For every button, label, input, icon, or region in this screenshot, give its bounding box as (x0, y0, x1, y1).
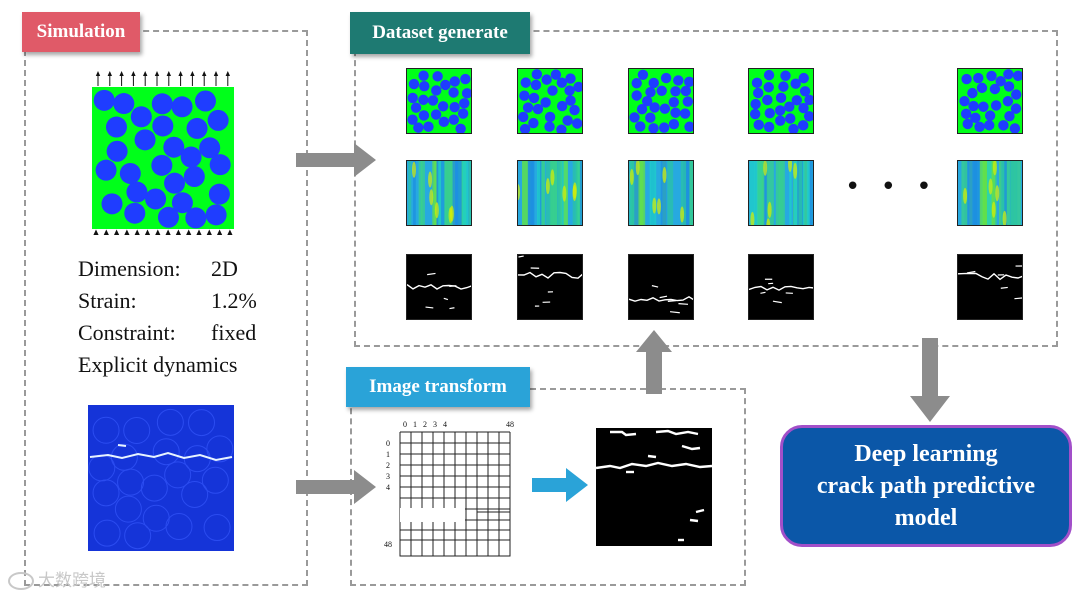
watermark-text: 大数跨境 (38, 571, 106, 591)
predictive-model-box: Deep learning crack path predictive mode… (780, 425, 1072, 547)
spec-label: Explicit dynamics (78, 352, 238, 377)
grid-left-label: 1 (386, 450, 390, 459)
model-line-2: crack path predictive (816, 473, 1036, 499)
microstructure-thumbnail (748, 68, 814, 134)
crack-pattern-thumbnail (748, 254, 814, 320)
arrow-to-transform (296, 470, 376, 504)
simulation-tag: Simulation (22, 12, 140, 52)
grid-top-label: 2 (423, 420, 427, 429)
spec-constraint: Constraint: fixed (78, 320, 256, 346)
particles (93, 89, 231, 229)
stress-field-thumbnail (628, 160, 694, 226)
grid-lines (399, 431, 511, 557)
spec-explicit: Explicit dynamics (78, 352, 237, 378)
watermark-logo-icon (8, 572, 34, 590)
spec-strain: Strain: 1.2% (78, 288, 257, 314)
grid-left-end-label: 48 (384, 540, 392, 549)
simulation-result-image (88, 405, 234, 551)
stress-field-thumbnail (957, 160, 1023, 226)
stress-field-thumbnail (517, 160, 583, 226)
arrow-down-to-model (910, 338, 950, 422)
microstructure-thumbnail (406, 68, 472, 134)
microstructure-thumbnail (517, 68, 583, 134)
transformed-crack-image (596, 428, 712, 546)
spec-value: 2D (211, 256, 238, 281)
grid-top-label: 0 (403, 420, 407, 429)
spec-value: fixed (211, 320, 257, 345)
spec-label: Constraint: (78, 320, 176, 345)
grid-top-label: 1 (413, 420, 417, 429)
model-line-1: Deep learning (854, 441, 998, 467)
transform-arrow (532, 468, 588, 502)
grid-top-label: 3 (433, 420, 437, 429)
crack-pattern-thumbnail (628, 254, 694, 320)
spec-label: Strain: (78, 288, 137, 313)
microstructure-thumbnail (628, 68, 694, 134)
stress-field-thumbnail (748, 160, 814, 226)
grid-left-label: 4 (386, 483, 390, 492)
crack-pattern-thumbnail (406, 254, 472, 320)
crack-pattern-thumbnail (517, 254, 583, 320)
transform-tag: Image transform (346, 367, 530, 407)
grid-left-label: 0 (386, 439, 390, 448)
grid-top-end-label: 48 (506, 420, 514, 429)
simulation-frame (24, 30, 308, 586)
stress-field-thumbnail (406, 160, 472, 226)
crack-path (89, 451, 233, 462)
dataset-frame (354, 30, 1058, 347)
spec-label: Dimension: (78, 256, 181, 281)
spec-value: 1.2% (211, 288, 257, 313)
arrow-to-dataset (296, 143, 376, 177)
tension-arrows-top (95, 71, 230, 86)
model-line-3: model (894, 505, 958, 531)
microstructure-thumbnail (957, 68, 1023, 134)
grid-left-labels: 0 1 2 3 4 (386, 438, 394, 493)
spec-dimension: Dimension: 2D (78, 256, 238, 282)
dataset-tag: Dataset generate (350, 12, 530, 54)
ellipsis: • • • (845, 172, 938, 202)
fixed-support-triangles (93, 229, 233, 235)
crack-path (117, 444, 127, 447)
arrow-up-to-dataset (636, 330, 672, 394)
grid-left-label: 2 (386, 461, 390, 470)
grid-left-label: 3 (386, 472, 390, 481)
crack-pattern-thumbnail (957, 254, 1023, 320)
grid-top-label: 4 (443, 420, 447, 429)
simulation-microstructure (92, 71, 234, 235)
watermark: 大数跨境 (8, 566, 106, 591)
